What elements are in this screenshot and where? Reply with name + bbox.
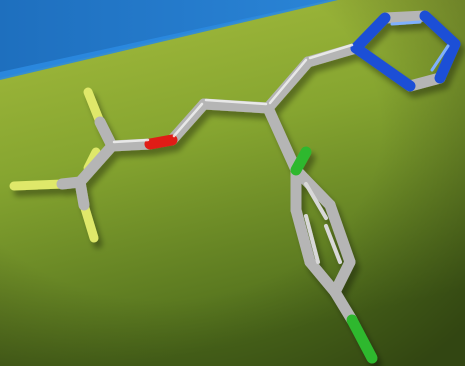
oxygen-bond (144, 134, 178, 150)
fluorine-bond-bottom (79, 200, 99, 243)
carbon-bond (262, 102, 302, 176)
carbon-bond (302, 42, 362, 68)
nitrogen-bond (350, 12, 391, 54)
nitrogen-highlight (430, 44, 450, 72)
stick-highlight (268, 58, 308, 105)
stick-highlight (172, 102, 204, 138)
nitrogen-bond (350, 42, 416, 92)
oxygen-atom (144, 134, 178, 150)
chlorine-atoms (290, 146, 378, 364)
ring-bond (290, 204, 316, 268)
aromatic-line (304, 182, 328, 220)
carbon-bond (262, 56, 314, 114)
ring-bond (324, 199, 356, 268)
chlorine-bond-bottom (346, 314, 378, 364)
stick-highlight (204, 98, 268, 106)
nitrogen-bond (419, 10, 461, 50)
triazole-bond (379, 10, 431, 24)
aromatic-line (324, 224, 342, 264)
stick-highlight (308, 43, 354, 60)
stick-highlights (112, 43, 354, 144)
blue-banner-edge (0, 0, 338, 80)
carbon-bond (74, 176, 90, 211)
nitrogen-atoms (350, 10, 461, 92)
aromatic-lines (304, 182, 342, 264)
ring-bond (304, 256, 341, 298)
carbon-bond (198, 98, 274, 114)
fluorine-bond-left (9, 179, 67, 191)
nitrogen-highlight (390, 20, 422, 26)
aromatic-line (304, 214, 320, 264)
molecule-model (9, 10, 461, 364)
ring-bond (290, 164, 336, 211)
carbon-bond (74, 140, 118, 188)
nitrogen-bond (434, 38, 461, 84)
nitrogen-highlights (390, 20, 450, 72)
chlorine-bond-top (290, 146, 312, 176)
carbon-bond (106, 138, 156, 152)
stick-highlight (112, 138, 150, 144)
